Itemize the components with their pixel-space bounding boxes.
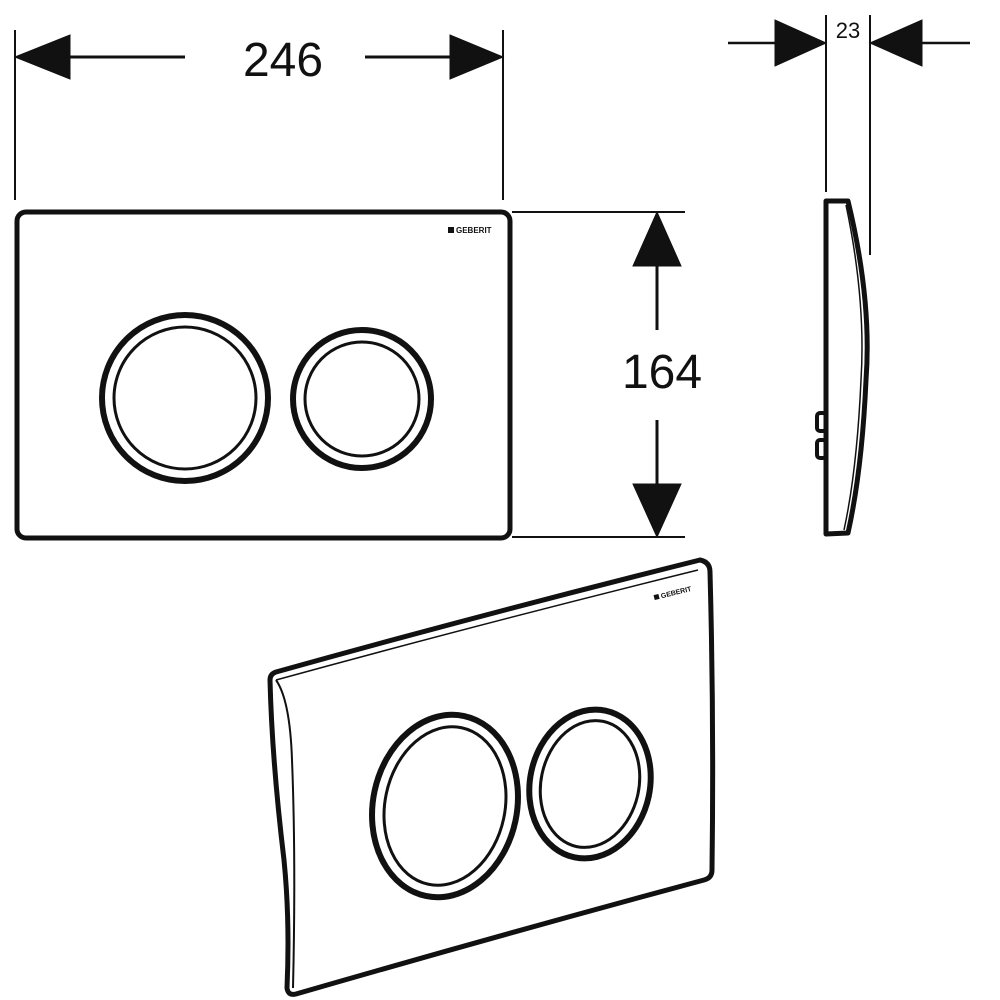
- depth-dimension: [728, 15, 970, 255]
- arrow-right-icon: [449, 34, 505, 80]
- side-view-profile: [815, 198, 870, 537]
- large-flush-button: [369, 711, 521, 901]
- brand-square-icon: [448, 227, 454, 233]
- width-dimension: [13, 30, 505, 200]
- width-label: 246: [243, 34, 323, 87]
- arrow-up-icon: [632, 210, 682, 267]
- depth-label: 23: [836, 18, 860, 43]
- brand-square-icon: [653, 593, 660, 601]
- arrow-left-icon: [13, 34, 71, 80]
- mounting-clip: [815, 438, 828, 460]
- perspective-brand-logo: GEBERIT: [660, 586, 693, 600]
- front-brand-logo: GEBERIT: [456, 226, 492, 235]
- front-view-plate: [14, 209, 513, 541]
- mounting-clip: [815, 411, 828, 433]
- arrow-left-icon: [868, 19, 923, 67]
- perspective-view-plate: [267, 557, 716, 997]
- small-flush-button: [526, 706, 654, 862]
- large-flush-button: [99, 312, 271, 484]
- height-label: 164: [622, 346, 702, 399]
- small-flush-button: [290, 327, 434, 471]
- height-dimension: [512, 210, 685, 539]
- arrow-right-icon: [774, 19, 828, 67]
- arrow-down-icon: [632, 483, 682, 539]
